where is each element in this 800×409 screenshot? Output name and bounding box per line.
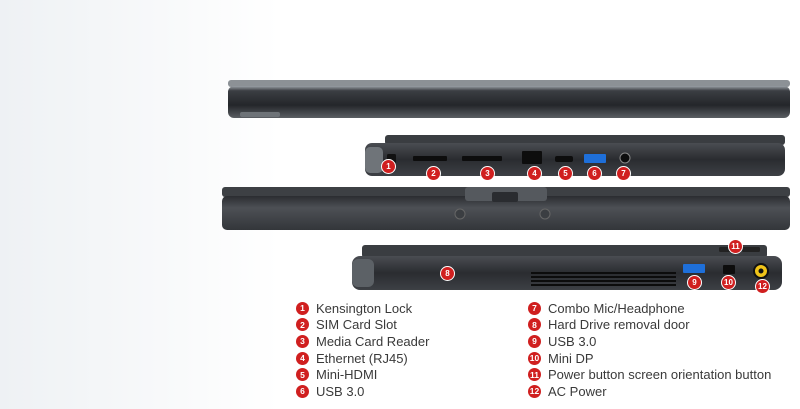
callout-6: 6 (588, 167, 601, 180)
callout-8: 8 (441, 267, 454, 280)
front-view (228, 80, 790, 118)
callout-11: 11 (729, 240, 742, 253)
callout-3: 3 (481, 167, 494, 180)
mini-dp-port-icon (723, 265, 735, 274)
callout-7: 7 (617, 167, 630, 180)
callout-2: 2 (427, 167, 440, 180)
left-side-view (365, 135, 785, 176)
card-reader-icon (462, 156, 502, 161)
usb3-port-right-icon (683, 264, 705, 273)
callout-12: 12 (756, 280, 769, 293)
callout-1: 1 (382, 160, 395, 173)
back-view (222, 187, 790, 230)
callout-9: 9 (688, 276, 701, 289)
sim-slot-icon (413, 156, 447, 161)
usb3-port-icon (584, 154, 606, 163)
audio-jack-icon (619, 152, 631, 164)
orientation-button-icon (742, 247, 760, 252)
callout-4: 4 (528, 167, 541, 180)
right-side-view (352, 245, 782, 290)
mini-hdmi-port-icon (555, 156, 573, 162)
callout-10: 10 (722, 276, 735, 289)
ethernet-port-icon (522, 151, 542, 164)
callout-5: 5 (559, 167, 572, 180)
